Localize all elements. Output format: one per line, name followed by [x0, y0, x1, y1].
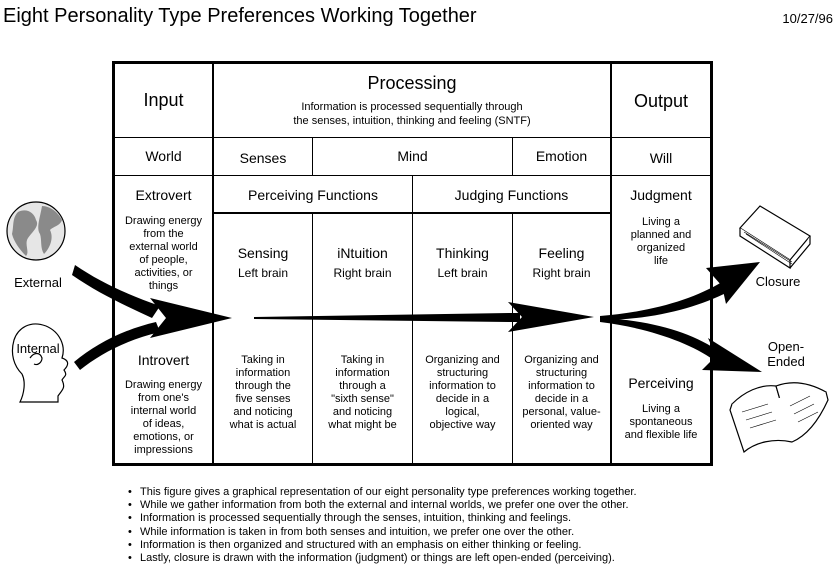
function-feeling-brain: Right brain — [532, 266, 591, 280]
function-intuition-name: iNtuition — [337, 245, 388, 261]
diagram-date: 10/27/96 — [782, 11, 833, 26]
cell-judgment: Judgment — [630, 187, 692, 203]
open-ended-arrow — [600, 318, 720, 360]
header-processing: Processing — [367, 73, 457, 93]
open-ended-arrowhead — [702, 338, 762, 372]
open-book-icon — [729, 382, 829, 454]
external-arrow — [72, 265, 160, 318]
processing-arrowhead — [508, 302, 594, 332]
cell-senses: Senses — [239, 150, 287, 166]
function-thinking-name: Thinking — [436, 245, 489, 261]
cell-mind: Mind — [397, 148, 428, 164]
note-item: Lastly, closure is drawn with the inform… — [128, 552, 637, 565]
note-item: While we gather information from both th… — [128, 499, 637, 512]
cell-judging-functions: Judging Functions — [454, 187, 569, 203]
label-closure: Closure — [755, 274, 801, 289]
processing-description-line1: Information is processed sequentially th… — [301, 101, 523, 113]
label-internal: Internal — [16, 341, 60, 356]
label-external: External — [14, 275, 62, 290]
note-item: Information is then organized and struct… — [128, 539, 637, 552]
closure-arrowhead — [706, 262, 760, 304]
diagram-title: Eight Personality Type Preferences Worki… — [3, 5, 477, 27]
function-intuition-brain: Right brain — [333, 266, 392, 280]
cell-introvert: Introvert — [137, 352, 190, 368]
closed-book-icon — [739, 205, 811, 270]
label-open-ended: Open- Ended — [767, 339, 805, 369]
merge-arrowhead — [150, 298, 232, 338]
globe-icon — [6, 201, 66, 261]
note-item: While information is taken in from both … — [128, 526, 637, 539]
cell-emotion: Emotion — [535, 148, 588, 164]
function-sensing-brain: Left brain — [237, 266, 289, 280]
cell-extrovert: Extrovert — [135, 187, 192, 203]
function-sensing-name: Sensing — [237, 245, 289, 261]
cell-perceiving: Perceiving — [628, 375, 694, 391]
notes-list: This figure gives a graphical representa… — [128, 486, 637, 565]
header-input: Input — [143, 90, 184, 110]
processing-description-line2: the senses, intuition, thinking and feel… — [293, 115, 531, 127]
cell-will: Will — [649, 150, 673, 166]
internal-arrow — [74, 322, 160, 370]
note-item: This figure gives a graphical representa… — [128, 486, 637, 499]
function-thinking-brain: Left brain — [437, 266, 488, 280]
head-profile-icon — [11, 323, 69, 403]
note-item: Information is processed sequentially th… — [128, 512, 637, 525]
header-output: Output — [633, 91, 689, 111]
cell-perceiving-functions: Perceiving Functions — [248, 187, 378, 203]
cell-world: World — [145, 148, 182, 164]
function-feeling-name: Feeling — [538, 245, 585, 261]
processing-arrow-shaft — [254, 313, 520, 322]
closure-arrow — [600, 282, 728, 320]
